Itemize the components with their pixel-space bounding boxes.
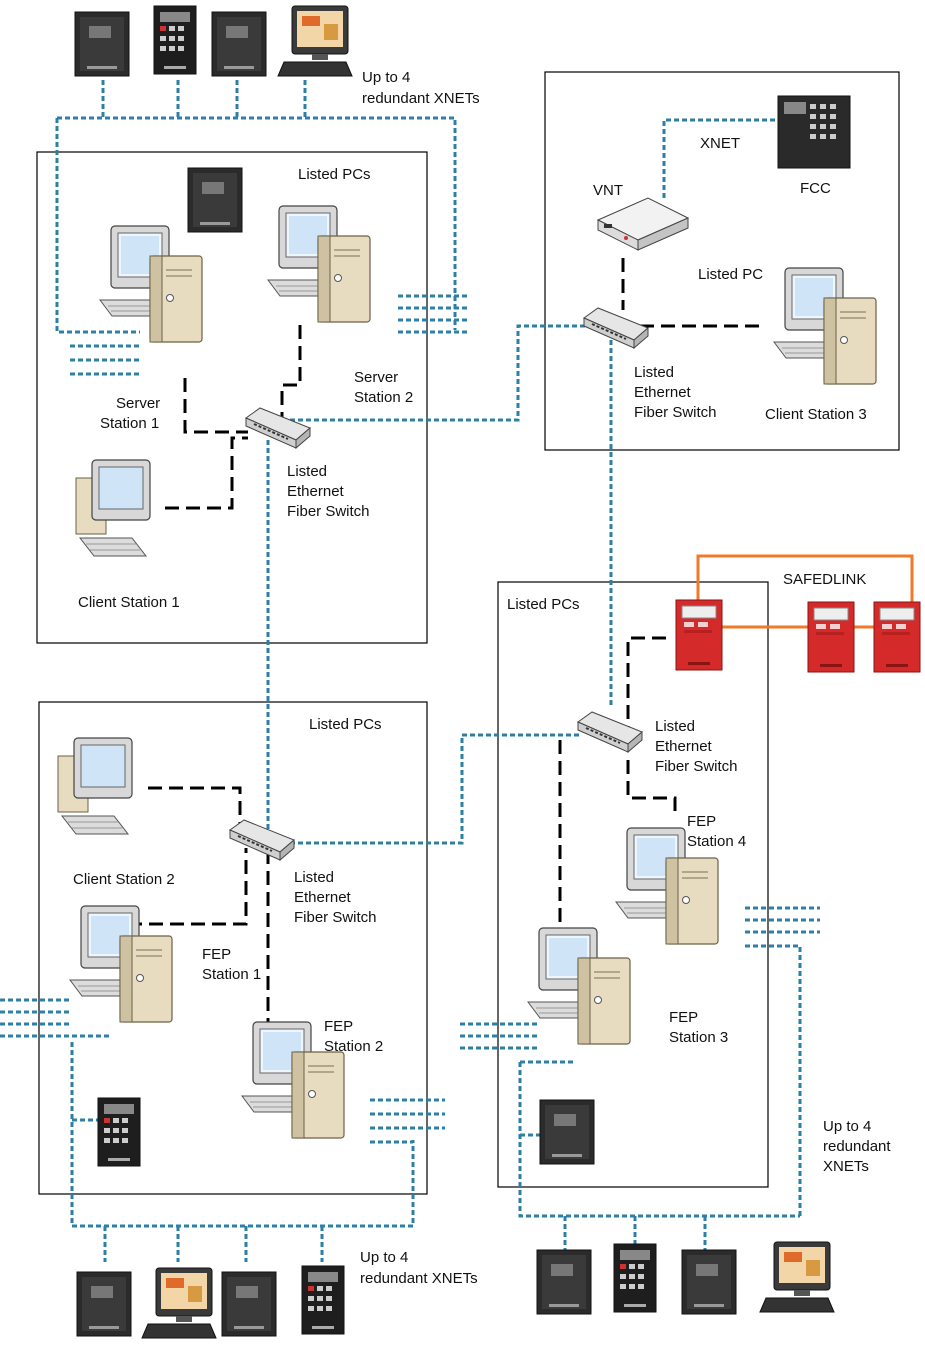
vnt-label: VNT [593,182,623,199]
client-station-3-pc-icon [773,267,877,385]
switch-icon [245,407,311,449]
listed-pcs-label-top: Listed PCs [298,166,371,183]
switch4-line2: Ethernet [655,738,713,755]
diagram-labels: Up to 4 redundant XNETs Listed PCs Serve… [73,69,891,1287]
client3-label: Client Station 3 [765,406,867,423]
xnets-bl-line2: redundant XNETs [360,1270,478,1287]
xnets-br-line2: redundant [823,1138,891,1155]
keypad-panel-icon [301,1265,345,1335]
switch2-line1: Listed [634,364,674,381]
switch3-line2: Ethernet [294,889,352,906]
switch3-line3: Fiber Switch [294,909,377,926]
fep2-line2: Station 2 [324,1038,383,1055]
fire-panel-icon [681,1249,737,1315]
red-fire-panel-icon [675,599,723,671]
server-station-2-pc-icon [267,205,371,323]
red-fire-panel-icon [807,601,855,673]
safedlink-label: SAFEDLINK [783,571,866,588]
server1-line2: Station 1 [100,415,159,432]
fire-panel-icon [539,1099,595,1165]
server-station-1-pc-icon [99,225,203,343]
fcc-panel-icon [777,95,851,169]
client-station-2-icon [57,737,133,835]
server2-line2: Station 2 [354,389,413,406]
server1-line1: Server [116,395,160,412]
switch1-line3: Fiber Switch [287,503,370,520]
xnet-links [0,80,820,1262]
fep3-line1: FEP [669,1009,698,1026]
keypad-panel-icon [153,5,197,75]
switch4-line1: Listed [655,718,695,735]
fep2-line1: FEP [324,1018,353,1035]
listed-pc-label: Listed PC [698,266,763,283]
fep4-line1: FEP [687,813,716,830]
xnets-br-line1: Up to 4 [823,1118,871,1135]
xnet-label: XNET [700,135,740,152]
listed-pc-box-right [544,71,900,451]
fire-panel-icon [536,1249,592,1315]
switch1-line2: Ethernet [287,483,345,500]
touchscreen-workstation-icon [141,1267,217,1339]
xnets-top-line2: redundant XNETs [362,90,480,107]
switch-icon [583,307,649,349]
keypad-panel-icon [613,1243,657,1313]
vnt-device-icon [597,197,689,251]
switch1-line1: Listed [287,463,327,480]
server2-line1: Server [354,369,398,386]
switch3-line1: Listed [294,869,334,886]
fep-station-3-pc-icon [527,927,631,1045]
fire-panel-icon [76,1271,132,1337]
switch2-line2: Ethernet [634,384,692,401]
listed-pcs-label-bottom-right: Listed PCs [507,596,580,613]
switch4-line3: Fiber Switch [655,758,738,775]
client-station-1-icon [75,459,151,557]
touchscreen-workstation-icon [277,5,353,77]
listed-pcs-box-bottom-left [38,701,428,1195]
fep3-line2: Station 3 [669,1029,728,1046]
xnets-bl-line1: Up to 4 [360,1249,408,1266]
fire-panel-icon [187,167,243,233]
fire-panel-icon [221,1271,277,1337]
ethernet-links [128,258,765,1025]
listed-pcs-label-bottom-left: Listed PCs [309,716,382,733]
switch-icon [229,819,295,861]
fep1-line1: FEP [202,946,231,963]
fire-panel-icon [211,11,267,77]
client2-label: Client Station 2 [73,871,175,888]
keypad-panel-icon [97,1097,141,1167]
xnets-top-line1: Up to 4 [362,69,410,86]
switch2-line3: Fiber Switch [634,404,717,421]
listed-pcs-box-top [36,151,428,644]
fep4-line2: Station 4 [687,833,746,850]
fep1-line2: Station 1 [202,966,261,983]
listed-pcs-box-bottom-right [497,581,769,1188]
fire-panel-icon [74,11,130,77]
red-fire-panel-icon [873,601,921,673]
fcc-label: FCC [800,180,831,197]
touchscreen-workstation-icon [759,1241,835,1313]
xnets-br-line3: XNETs [823,1158,869,1175]
client1-label: Client Station 1 [78,594,180,611]
switch-icon [577,711,643,753]
safedlink-links [696,554,914,629]
